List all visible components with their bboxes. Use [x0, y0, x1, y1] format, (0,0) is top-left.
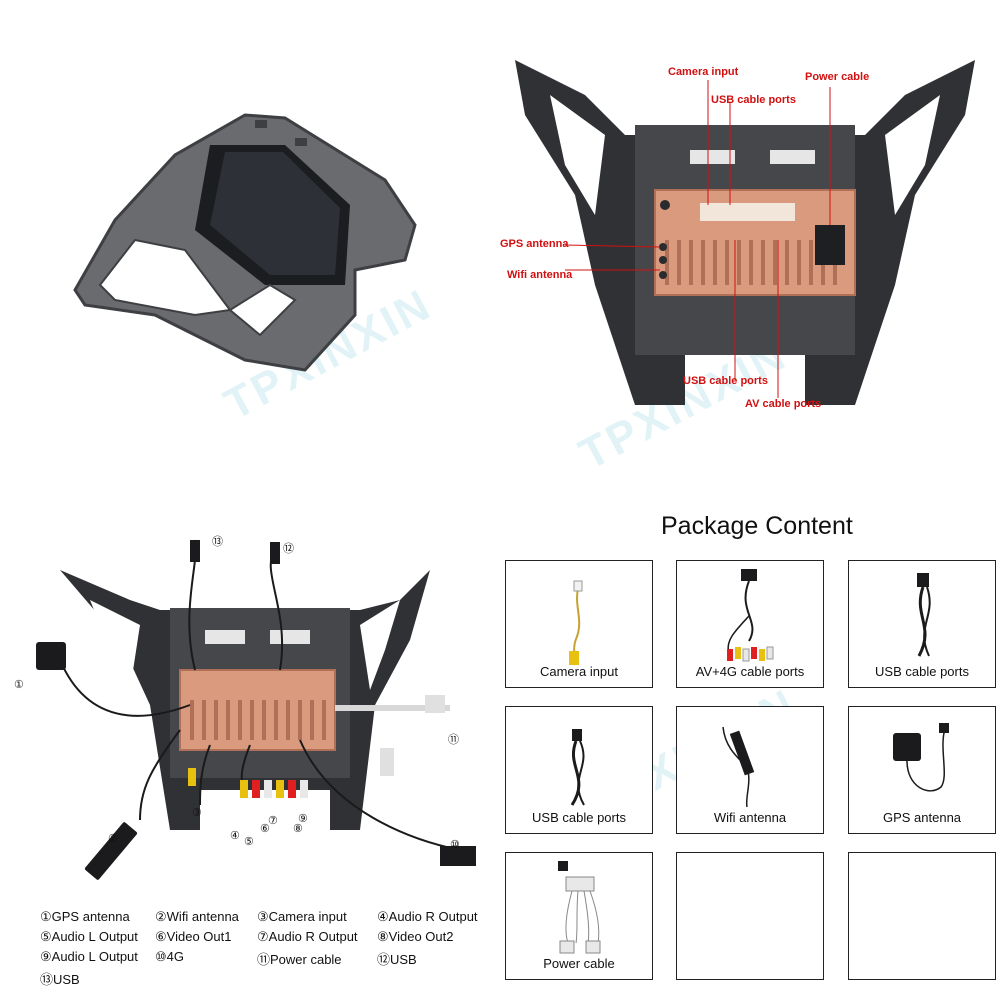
legend-item: ⑬USB	[40, 972, 80, 987]
wiring-number: ③	[192, 807, 202, 819]
usb-cable-image	[570, 729, 585, 806]
legend-item: ②Wifi antenna	[155, 909, 239, 924]
package-item-label: Wifi antenna	[713, 810, 787, 825]
legend-item: ⑩4G	[155, 949, 184, 964]
rear-view-image	[515, 60, 975, 405]
product-frame-image	[73, 113, 417, 372]
wiring-number: ⑧	[293, 823, 303, 835]
package-item-power-cable: Power cable	[505, 852, 653, 980]
package-item-label: USB cable ports	[532, 810, 626, 825]
package-item-label: AV+4G cable ports	[695, 664, 805, 679]
wiring-number: ⑦	[268, 815, 278, 827]
legend-item: ⑨Audio L Output	[40, 949, 138, 964]
package-item-av-4g: AV+4G cable ports	[676, 560, 824, 688]
wiring-number: ⑥	[260, 823, 270, 835]
package-item-label: Power cable	[543, 956, 615, 971]
wiring-number: ②	[108, 833, 118, 845]
package-item-gps-antenna: GPS antenna	[848, 706, 996, 834]
callout-power-cable: Power cable	[805, 71, 870, 83]
legend-item: ⑥Video Out1	[155, 929, 232, 944]
power-cable-image	[558, 861, 601, 954]
gps-antenna-image	[893, 723, 949, 792]
legend-item: ③Camera input	[257, 909, 347, 924]
package-item-camera-input: Camera input	[505, 560, 653, 688]
package-item-label: Camera input	[539, 664, 619, 679]
wiring-number: ⑨	[298, 813, 308, 825]
wiring-number: ⑩	[450, 839, 460, 851]
wiring-diagram-image	[36, 539, 476, 880]
package-item-label: USB cable ports	[875, 664, 969, 679]
wiring-number: ⑪	[448, 734, 459, 746]
wiring-number: ①	[14, 679, 24, 691]
av-cable-image	[727, 569, 774, 662]
callout-wifi-antenna: Wifi antenna	[507, 269, 573, 281]
legend-item: ⑫USB	[377, 952, 417, 967]
package-item-label: GPS antenna	[882, 810, 962, 825]
package-item-empty	[676, 852, 824, 980]
callout-usb-top: USB cable ports	[711, 94, 796, 106]
wiring-number: ⑫	[283, 543, 294, 555]
legend-item: ⑪Power cable	[257, 952, 342, 967]
callout-usb-bottom: USB cable ports	[683, 375, 768, 387]
legend-item: ①GPS antenna	[40, 909, 130, 924]
package-item-usb-2: USB cable ports	[505, 706, 653, 834]
callout-gps-antenna: GPS antenna	[500, 238, 569, 250]
package-item-usb-1: USB cable ports	[848, 560, 996, 688]
wiring-number: ④	[230, 830, 240, 842]
package-title: Package Content	[661, 512, 853, 540]
package-item-empty	[848, 852, 996, 980]
usb-cable-image	[917, 573, 931, 657]
callout-av-ports: AV cable ports	[745, 398, 822, 410]
legend-item: ⑦Audio R Output	[257, 929, 358, 944]
wiring-number: ⑬	[212, 536, 223, 548]
legend-item: ⑧Video Out2	[377, 929, 454, 944]
wifi-antenna-image	[722, 726, 755, 808]
wiring-number: ⑤	[244, 836, 254, 848]
callout-camera-input: Camera input	[668, 66, 739, 78]
package-item-wifi-antenna: Wifi antenna	[676, 706, 824, 834]
legend-item: ④Audio R Output	[377, 909, 478, 924]
camera-cable-image	[569, 580, 583, 666]
legend-item: ⑤Audio L Output	[40, 929, 138, 944]
